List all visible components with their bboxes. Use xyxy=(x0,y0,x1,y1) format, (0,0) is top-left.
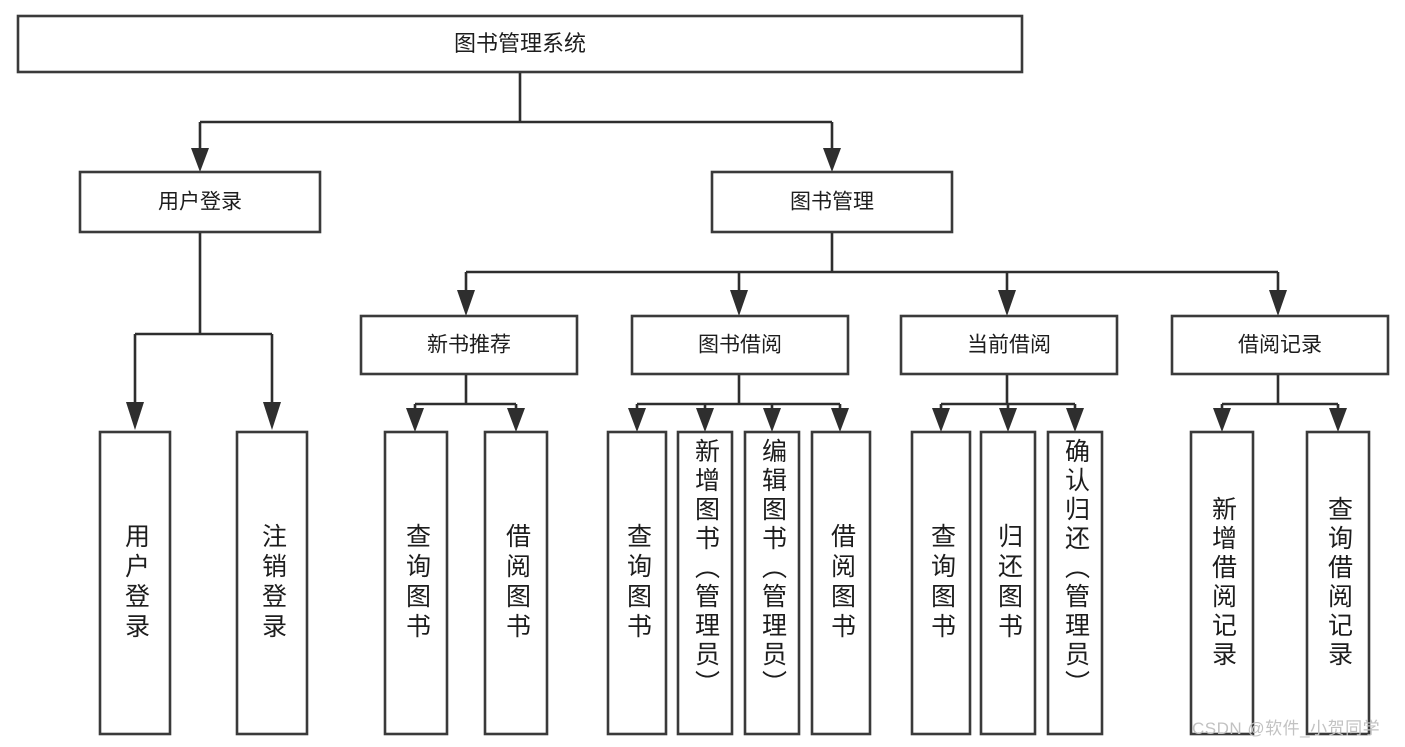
leaf-box-cb-confirm[interactable] xyxy=(1046,430,1104,736)
leaf-box-bb-borrow[interactable] xyxy=(810,430,872,736)
leaf-box-nb-query[interactable] xyxy=(383,430,449,736)
node-book-borrow-label: 图书借阅 xyxy=(698,334,782,357)
arrowhead-currentborrow-leaf2 xyxy=(999,408,1017,432)
leaf-label-bb-query: 查询图书 xyxy=(623,523,652,643)
leaf-label-wrap-nb-borrow: 借阅图书 xyxy=(485,432,547,734)
connector-group-bookmgmt xyxy=(457,232,1287,316)
node-book-borrow-box[interactable] xyxy=(630,314,850,376)
leaf-label-user-logout: 注销登录 xyxy=(258,523,287,643)
arrowhead-bookmgmt-to-borrow xyxy=(730,290,748,316)
arrowhead-root-to-bookmgmt xyxy=(823,148,841,172)
leaf-label-wrap-bb-edit: 编辑图书（管理员） xyxy=(745,432,799,734)
arrowhead-userlogin-leaf1 xyxy=(126,402,144,430)
arrowhead-userlogin-leaf2 xyxy=(263,402,281,430)
arrowhead-newbook-leaf1 xyxy=(406,408,424,432)
arrowhead-bookborrow-leaf3 xyxy=(763,408,781,432)
node-new-book-recommend-label: 新书推荐 xyxy=(427,334,511,357)
leaf-label-nb-borrow: 借阅图书 xyxy=(502,523,531,643)
connector-group-book-borrow xyxy=(628,374,849,432)
leaf-label-br-query: 查询借阅记录 xyxy=(1324,496,1353,670)
node-borrow-record-label: 借阅记录 xyxy=(1238,334,1322,357)
arrowhead-bookborrow-leaf1 xyxy=(628,408,646,432)
leaf-label-wrap-nb-query: 查询图书 xyxy=(385,432,447,734)
leaf-box-nb-borrow[interactable] xyxy=(483,430,549,736)
node-borrow-record-box[interactable] xyxy=(1170,314,1390,376)
node-root-system-box[interactable] xyxy=(16,14,1024,74)
leaf-label-wrap-bb-borrow: 借阅图书 xyxy=(812,432,870,734)
arrowhead-newbook-leaf2 xyxy=(507,408,525,432)
leaf-box-cb-query[interactable] xyxy=(910,430,972,736)
arrowhead-root-to-user xyxy=(191,148,209,172)
arrowhead-bookmgmt-to-record xyxy=(1269,290,1287,316)
arrowhead-bookmgmt-to-new xyxy=(457,290,475,316)
leaf-box-br-query[interactable] xyxy=(1305,430,1371,736)
leaf-box-user-logout[interactable] xyxy=(235,430,309,736)
node-new-book-recommend[interactable]: 新书推荐 xyxy=(359,314,579,376)
connector-group-new-book xyxy=(406,374,525,432)
leaf-label-wrap-bb-add: 新增图书（管理员） xyxy=(678,432,732,734)
connector-group-user-login xyxy=(126,232,281,430)
arrowhead-currentborrow-leaf1 xyxy=(932,408,950,432)
connector-group-current-borrow xyxy=(932,374,1084,432)
leaf-label-wrap-cb-return: 归还图书 xyxy=(981,432,1035,734)
node-user-login[interactable]: 用户登录 xyxy=(78,170,322,234)
arrowhead-bookborrow-leaf4 xyxy=(831,408,849,432)
leaf-label-bb-add: 新增图书（管理员） xyxy=(691,438,720,699)
leaf-label-cb-return: 归还图书 xyxy=(994,523,1023,643)
node-book-management-box[interactable] xyxy=(710,170,954,234)
arrowhead-borrowrecord-leaf1 xyxy=(1213,408,1231,432)
node-current-borrow-label: 当前借阅 xyxy=(967,334,1051,357)
node-new-book-recommend-box[interactable] xyxy=(359,314,579,376)
leaf-box-bb-query[interactable] xyxy=(606,430,668,736)
node-book-borrow[interactable]: 图书借阅 xyxy=(630,314,850,376)
leaf-boxes xyxy=(98,430,1371,736)
leaf-label-cb-confirm: 确认归还（管理员） xyxy=(1061,438,1090,699)
leaf-label-wrap-bb-query: 查询图书 xyxy=(608,432,666,734)
leaf-label-wrap-br-query: 查询借阅记录 xyxy=(1307,432,1369,734)
node-root-system[interactable]: 图书管理系统 xyxy=(16,14,1024,74)
arrowhead-bookborrow-leaf2 xyxy=(696,408,714,432)
leaf-label-wrap-user-login: 用户登录 xyxy=(100,432,170,734)
leaf-box-bb-add[interactable] xyxy=(676,430,734,736)
leaf-box-bb-edit[interactable] xyxy=(743,430,801,736)
leaf-label-cb-query: 查询图书 xyxy=(927,523,956,643)
node-book-management-label: 图书管理 xyxy=(790,191,874,214)
connector-group-root xyxy=(191,72,841,172)
leaf-label-wrap-user-logout: 注销登录 xyxy=(237,432,307,734)
leaf-label-wrap-cb-query: 查询图书 xyxy=(912,432,970,734)
arrowhead-currentborrow-leaf3 xyxy=(1066,408,1084,432)
node-current-borrow[interactable]: 当前借阅 xyxy=(899,314,1119,376)
leaf-label-user-login: 用户登录 xyxy=(121,523,150,643)
node-user-login-box[interactable] xyxy=(78,170,322,234)
leaf-box-br-add[interactable] xyxy=(1189,430,1255,736)
leaf-label-nb-query: 查询图书 xyxy=(402,523,431,643)
leaf-box-cb-return[interactable] xyxy=(979,430,1037,736)
csdn-watermark: CSDN @软件_小贺同学 xyxy=(1192,719,1381,738)
arrowhead-borrowrecord-leaf2 xyxy=(1329,408,1347,432)
connector-group-borrow-record xyxy=(1213,374,1347,432)
node-current-borrow-box[interactable] xyxy=(899,314,1119,376)
node-borrow-record[interactable]: 借阅记录 xyxy=(1170,314,1390,376)
leaf-label-br-add: 新增借阅记录 xyxy=(1208,496,1237,670)
leaf-label-bb-borrow: 借阅图书 xyxy=(827,523,856,643)
node-user-login-label: 用户登录 xyxy=(158,191,242,214)
node-root-system-label: 图书管理系统 xyxy=(454,31,586,56)
arrowhead-bookmgmt-to-current xyxy=(998,290,1016,316)
node-book-management[interactable]: 图书管理 xyxy=(710,170,954,234)
leaf-label-wrap-br-add: 新增借阅记录 xyxy=(1191,432,1253,734)
leaf-label-bb-edit: 编辑图书（管理员） xyxy=(758,438,787,699)
leaf-label-wrap-cb-confirm: 确认归还（管理员） xyxy=(1048,432,1102,734)
leaf-box-user-login[interactable] xyxy=(98,430,172,736)
